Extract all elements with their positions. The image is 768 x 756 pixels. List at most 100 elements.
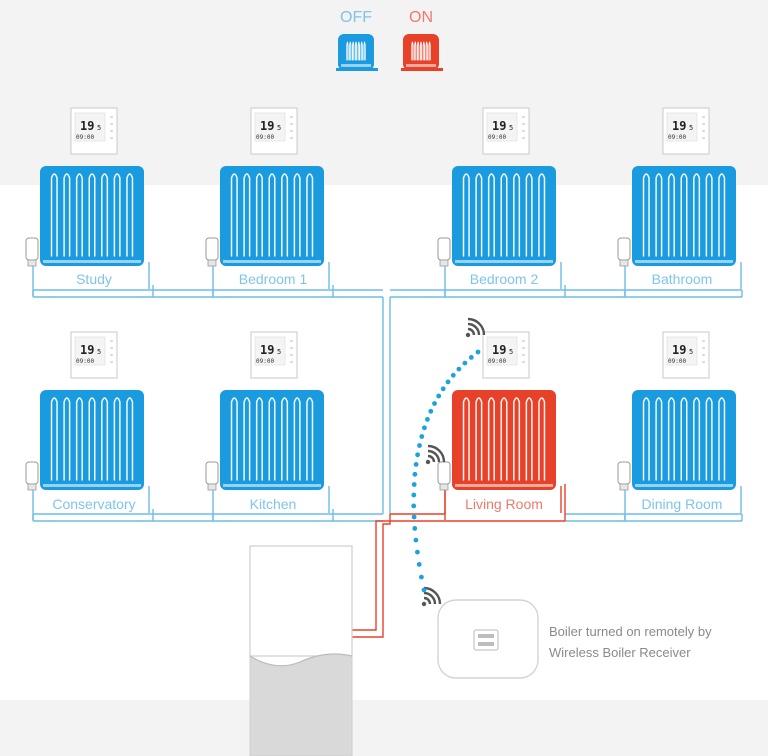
radiator-bedroom-2-fin-4 (500, 173, 508, 257)
radiator-bathroom-base-line (635, 260, 733, 263)
thermostat-living-room-time: 09:00 (488, 358, 506, 365)
signal-path-dot-27 (421, 587, 427, 593)
legend-off-radiator-icon-base-line (341, 64, 371, 67)
radiator-conservatory-fin-4 (88, 397, 96, 481)
thermostat-conservatory-time: 09:00 (76, 358, 94, 365)
room-label-bedroom-2: Bedroom 2 (469, 271, 539, 287)
valve-study-stem (27, 259, 37, 267)
signal-icon-living-thermostat-arc-1 (467, 327, 476, 336)
radiator-conservatory-fin-2 (63, 397, 71, 481)
radiator-bedroom-1-fin-4 (268, 173, 276, 257)
radiator-kitchen-fin-4 (268, 397, 276, 481)
legend-off-radiator-icon-fin-6 (360, 41, 363, 61)
legend-off-radiator-icon-fin-5 (357, 41, 360, 61)
receiver-caption-line-2: Wireless Boiler Receiver (549, 645, 691, 660)
legend-off-radiator-foot (336, 68, 378, 71)
boiler-flow-pipes (352, 514, 391, 638)
valve-kitchen (205, 461, 219, 491)
radiator-living-room-fin-4 (500, 397, 508, 481)
radiator-living-room-fin-6 (525, 397, 533, 481)
boiler-unit (249, 545, 353, 756)
radiator-bedroom-2 (452, 166, 556, 266)
signal-path-dot-14 (417, 443, 422, 448)
valve-dining-room (617, 461, 631, 491)
thermostat-living-room-screen (486, 336, 518, 366)
signal-path-dot-4 (456, 366, 462, 372)
radiator-study-base-line (43, 260, 141, 263)
room-label-dining-room: Dining Room (641, 496, 723, 512)
radiator-kitchen-fin-7 (306, 397, 314, 481)
thermostat-dining-room-temperature: 19 (672, 343, 686, 357)
signal-icon-living-radiator-arc-2 (427, 449, 441, 463)
radiator-bedroom-2-fin-2 (475, 173, 483, 257)
radiator-dining-room (632, 390, 736, 490)
signal-icon-receiver (421, 586, 442, 607)
radiator-bathroom-fin-6 (705, 173, 713, 257)
room-label-bathroom: Bathroom (651, 271, 713, 287)
valve-bedroom-2 (437, 237, 451, 267)
legend-on-radiator-icon-fin-5 (422, 41, 425, 61)
signal-icon-living-radiator (425, 444, 446, 465)
radiator-bedroom-1-fin-5 (281, 173, 289, 257)
radiator-conservatory-body (40, 390, 144, 490)
radiator-dining-room-fin-7 (718, 397, 726, 481)
signal-icon-receiver-arc-1 (423, 596, 432, 605)
thermostat-bedroom-1-time: 09:00 (256, 134, 274, 141)
signal-path-dot-13 (419, 434, 425, 439)
radiator-bedroom-1 (220, 166, 324, 266)
signal-path-dot-25 (416, 562, 422, 567)
radiator-living-room-fin-3 (487, 397, 495, 481)
signal-icon-living-thermostat-arc-3 (467, 317, 486, 336)
radiator-bedroom-1-fin-6 (293, 173, 301, 257)
thermostat-study-time: 09:00 (76, 134, 94, 141)
radiator-kitchen-fin-5 (281, 397, 289, 481)
radiator-study-fin-3 (75, 173, 83, 257)
radiator-bedroom-2-body (452, 166, 556, 266)
legend-on-radiator-icon-fin-3 (417, 41, 420, 61)
legend-off-radiator-icon-fin-2 (349, 41, 352, 61)
signal-path-dot-2 (468, 355, 474, 360)
radiator-dining-room-body (632, 390, 736, 490)
radiator-kitchen-body (220, 390, 324, 490)
radiator-valves (25, 237, 631, 491)
valve-conservatory-head (25, 461, 39, 485)
receiver-switch-panel (473, 629, 499, 651)
radiator-dining-room-fin-2 (655, 397, 663, 481)
thermostat-bathroom-temperature: 19 (672, 119, 686, 133)
radiator-study-fin-2 (63, 173, 71, 257)
radiator-study-fin-7 (126, 173, 134, 257)
radiator-conservatory-fin-7 (126, 397, 134, 481)
radiator-conservatory-fin-1 (50, 397, 58, 481)
signal-path-dot-1 (475, 349, 481, 355)
thermostat-bathroom-time: 09:00 (668, 134, 686, 141)
radiator-bedroom-1-base-line (223, 260, 321, 263)
signal-path-dot-3 (462, 360, 468, 366)
radiator-conservatory-fin-5 (101, 397, 109, 481)
radiator-dining-room-fin-3 (667, 397, 675, 481)
thermostat-dining-room-time: 09:00 (668, 358, 686, 365)
radiator-living-room (452, 390, 556, 490)
signal-icon-receiver-arc-2 (423, 591, 437, 605)
valve-conservatory (25, 461, 39, 491)
radiator-living-room-fin-1 (462, 397, 470, 481)
radiator-conservatory-fin-3 (75, 397, 83, 481)
signal-path-dot-26 (419, 574, 424, 580)
radiator-bathroom-fin-2 (655, 173, 663, 257)
thermostat-living-room-temperature: 19 (492, 343, 506, 357)
radiator-kitchen-fin-6 (293, 397, 301, 481)
radiator-dining-room-fin-6 (705, 397, 713, 481)
radiator-bedroom-2-fin-3 (487, 173, 495, 257)
signal-icon-receiver-arc-3 (423, 586, 442, 605)
thermostat-dining-room-screen (666, 336, 698, 366)
signal-icon-living-radiator-arc-1 (427, 454, 436, 463)
legend-off-label: OFF (340, 9, 372, 26)
radiator-dining-room-fin-5 (693, 397, 701, 481)
wireless-boiler-receiver (437, 599, 539, 679)
valve-dining-room-stem (619, 483, 629, 491)
radiator-study-fin-5 (101, 173, 109, 257)
valve-kitchen-stem (207, 483, 217, 491)
thermostat-bedroom-2-screen (486, 112, 518, 142)
radiator-bathroom-fin-4 (680, 173, 688, 257)
